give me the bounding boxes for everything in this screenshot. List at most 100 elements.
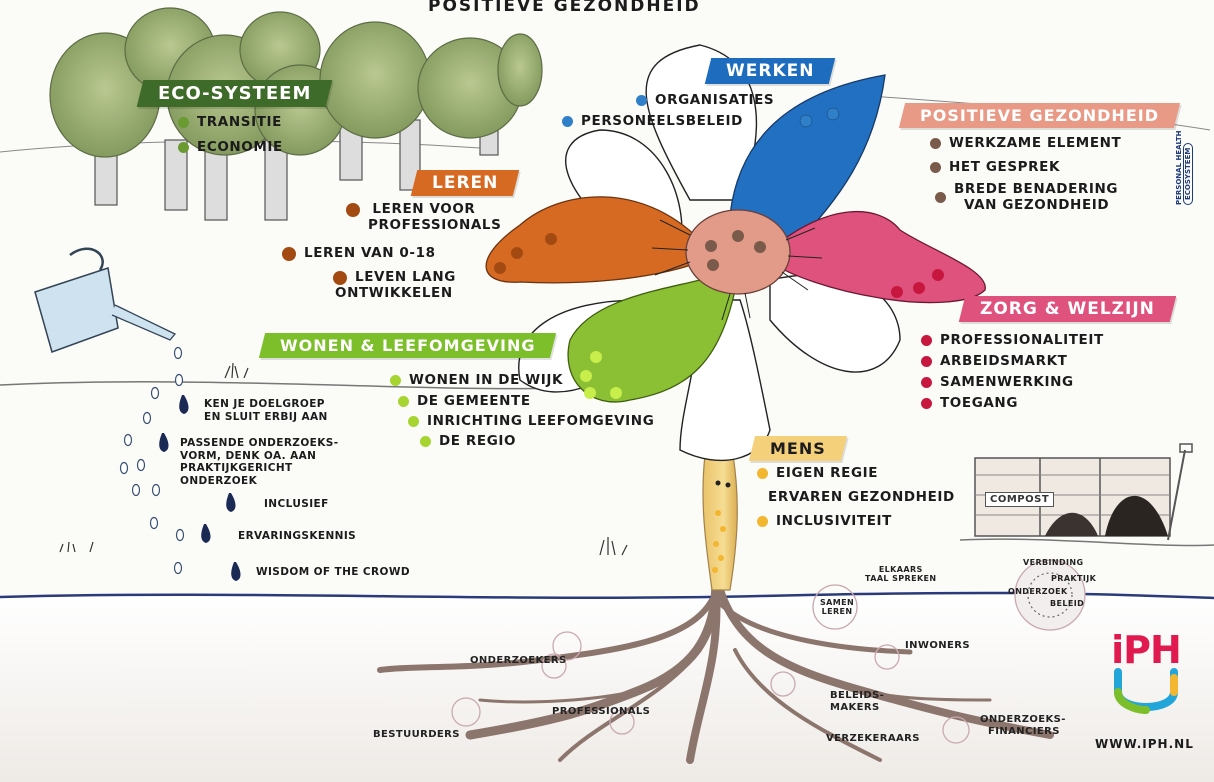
bullet-dot [757, 468, 768, 480]
watering-can-illustration [34, 247, 177, 353]
list-item-ervaren-gezondheid: Ervaren gezondheid [768, 489, 955, 506]
drop-label: Wisdom of the crowd [256, 566, 410, 578]
root-label-elkaars-taal: Elkaars taal spreken [865, 565, 937, 583]
drop-item-doelgroep: Ken je doelgroep en sluit erbij aan [204, 398, 328, 423]
bullet-dot [390, 375, 401, 387]
section-title-positieve-gezondheid: Positieve gezondheid [920, 106, 1159, 125]
root-label-line: leren [821, 607, 853, 617]
bullet-dot [921, 335, 932, 347]
drop-label: Inclusief [264, 498, 329, 510]
bullet-dot [282, 246, 296, 261]
side-note-line: PERSONAL HEALTH [1175, 130, 1183, 205]
list-item-de-gemeente: De gemeente [398, 393, 531, 410]
item-label: Ervaren gezondheid [768, 489, 955, 505]
logo-u-shape [1114, 668, 1178, 714]
item-label: Wonen in de wijk [409, 372, 564, 388]
item-label-line: Leven lang [355, 269, 456, 285]
bullet-dot [420, 436, 431, 448]
drop-item-onderzoeksvorm: Passende onderzoeks- vorm, denk oa. aan … [180, 437, 338, 487]
drop-item-inclusief: Inclusief [264, 498, 329, 511]
bullet-dot [636, 95, 647, 107]
item-label: Professionaliteit [940, 332, 1104, 348]
side-note: PERSONAL HEALTH ECOSYSTEEM [1175, 130, 1194, 205]
item-label: Samenwerking [940, 374, 1074, 390]
list-item-inrichting-leefomgeving: Inrichting leefomgeving [408, 413, 655, 430]
item-label: Eigen regie [776, 465, 879, 481]
roots-illustration [377, 575, 1054, 764]
section-banner-werken: Werken [704, 58, 836, 84]
bullet-dot [921, 377, 932, 389]
item-label-line: ontwikkelen [335, 284, 453, 301]
section-banner-zorg: Zorg & welzijn [958, 296, 1177, 322]
drop-label-line: Ken je doelgroep [204, 398, 325, 410]
root-label-onderzoeksfinanciers: Onderzoeks- financiers [980, 714, 1066, 737]
root-label-beleidsmakers: Beleids- makers [830, 690, 884, 713]
section-title-leren: Leren [432, 173, 499, 193]
trees-illustration [49, 7, 543, 221]
root-label-professionals: Professionals [552, 706, 651, 717]
list-item-het-gesprek: Het gesprek [930, 159, 1061, 176]
list-item-werkzame-element: Werkzame element [930, 135, 1122, 152]
item-label: De gemeente [417, 393, 531, 409]
drop-item-ervaringskennis: Ervaringskennis [238, 530, 356, 543]
list-item-leren-voor-professionals: Leren voor professionals [346, 201, 502, 234]
bullet-dot [930, 138, 941, 150]
section-banner-positieve-gezondheid: Positieve gezondheid [898, 103, 1181, 128]
bullet-dot [930, 162, 941, 174]
list-item-economie: Economie [178, 139, 283, 156]
item-label-line: professionals [368, 216, 502, 233]
root-label-line: Beleids- [830, 690, 885, 701]
drop-label: Ervaringskennis [238, 530, 357, 542]
root-label-line: Onderzoeks- [980, 714, 1066, 725]
item-label: Economie [197, 139, 283, 155]
drop-label: Passende onderzoeks- vorm, denk oa. aan … [180, 437, 338, 487]
drop-label-line: vorm, denk oa. aan [180, 449, 317, 462]
root-label-line: makers [830, 701, 880, 713]
drop-label-line: Passende onderzoeks- [180, 437, 339, 449]
bullet-dot [178, 117, 189, 129]
bullet-dot [333, 271, 347, 285]
list-item-professionaliteit: Professionaliteit [921, 332, 1104, 349]
section-title-zorg: Zorg & welzijn [980, 299, 1155, 319]
section-title-werken: Werken [726, 61, 815, 81]
drop-label: Ken je doelgroep en sluit erbij aan [204, 398, 328, 423]
item-label: Werkzame element [949, 135, 1122, 151]
bullet-dot [398, 396, 409, 408]
iph-logo: iPH [1106, 630, 1186, 725]
list-item-organisaties: Organisaties [636, 92, 775, 109]
root-label-samen-leren: Samen leren [820, 598, 854, 616]
bullet-dot [757, 516, 768, 528]
bullet-dot [346, 203, 360, 217]
logo-url: WWW.IPH.NL [1095, 737, 1194, 751]
item-label: Brede benadering van gezondheid [954, 181, 1119, 214]
item-label: Organisaties [655, 92, 775, 108]
section-banner-eco: Eco-systeem [136, 80, 333, 107]
item-label: Leren van 0-18 [304, 245, 436, 261]
list-item-arbeidsmarkt: Arbeidsmarkt [921, 353, 1067, 370]
section-banner-wonen: Wonen & leefomgeving [258, 333, 557, 358]
root-label-line: Elkaars [878, 565, 923, 574]
root-label-beleid: Beleid [1050, 599, 1085, 608]
list-item-transitie: Transitie [178, 114, 282, 131]
drop-label-line: onderzoek [180, 474, 258, 487]
item-label-line: Brede benadering [954, 181, 1119, 197]
bullet-dot [921, 356, 932, 368]
root-label-onderzoekers: Onderzoekers [470, 655, 567, 666]
section-banner-leren: Leren [410, 170, 520, 196]
bullet-dot [921, 398, 932, 410]
item-label: Het gesprek [949, 159, 1061, 175]
item-label: Toegang [940, 395, 1019, 411]
section-title-mens: Mens [770, 439, 826, 458]
list-item-inclusiviteit: Inclusiviteit [757, 513, 892, 530]
item-label: Transitie [197, 114, 282, 130]
item-label-line: Leren voor [372, 201, 476, 217]
root-label-verbinding: Verbinding [1023, 558, 1084, 567]
item-label: Inrichting leefomgeving [427, 413, 655, 429]
list-item-wonen-in-de-wijk: Wonen in de wijk [390, 372, 564, 389]
list-item-brede-benadering: Brede benadering van gezondheid [935, 181, 1119, 214]
list-item-leven-lang-ontwikkelen: Leven lang ontwikkelen [333, 269, 456, 302]
item-label: Leven lang ontwikkelen [335, 269, 456, 302]
root-label-line: financiers [988, 725, 1060, 737]
list-item-samenwerking: Samenwerking [921, 374, 1074, 391]
root-label-bestuurders: Bestuurders [373, 729, 460, 740]
